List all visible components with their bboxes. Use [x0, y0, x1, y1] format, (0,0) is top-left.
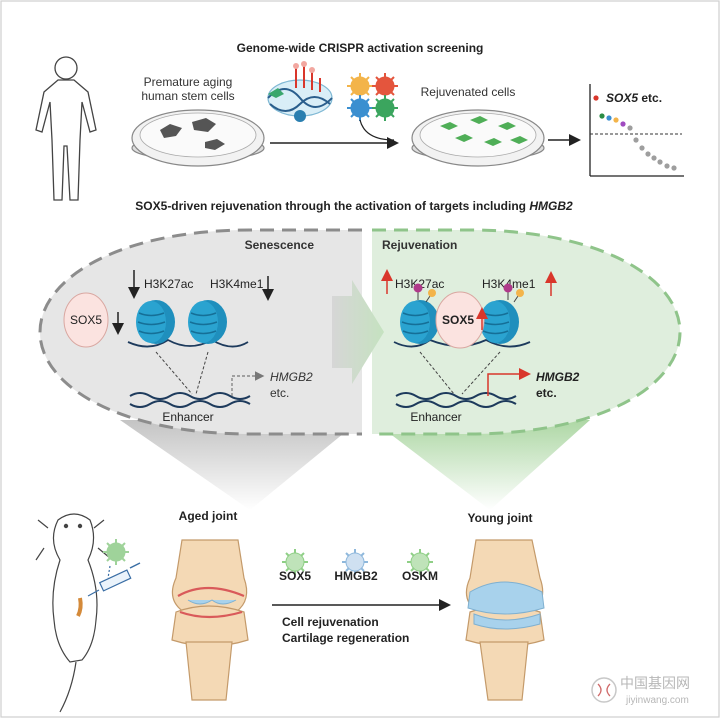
young-joint-label: Young joint: [467, 511, 532, 525]
mouse-silhouette: [35, 513, 111, 713]
young-beam: [372, 420, 590, 510]
rej-nucleosome-2: [479, 299, 520, 345]
plot-hit-suffix: etc.: [638, 91, 662, 105]
young-knee-joint: [465, 539, 545, 701]
effect-line-1: Cell rejuvenation: [282, 615, 379, 629]
rej-activation-arrow: [487, 368, 531, 396]
rej-mark-stem-4: [513, 295, 519, 303]
middle-title-gene: HMGB2: [529, 199, 573, 213]
rejuvenation-label: Rejuvenation: [382, 238, 457, 252]
sen-target-gene: HMGB2: [270, 370, 313, 384]
sen-enhancer-dna: [129, 392, 251, 408]
rej-enhancer-dna: [395, 392, 517, 408]
aged-joint-label: Aged joint: [179, 509, 238, 523]
acetyl-mark-2: [503, 283, 513, 293]
watermark-url: jiyinwang.com: [625, 695, 689, 706]
premature-label-line2: human stem cells: [141, 89, 234, 103]
mouse-knee-highlight: [76, 597, 83, 617]
senescence-panel-border: [38, 228, 362, 436]
middle-title-main: SOX5-driven rejuvenation through the act…: [135, 199, 529, 213]
petri-dish-rejuvenated: [411, 109, 545, 167]
sox5-factor-high: [435, 291, 485, 349]
petri-dish-aged: [131, 109, 265, 167]
aged-beam: [120, 420, 360, 510]
crispr-vector-graphic: [267, 61, 333, 122]
rej-tf-label: SOX5: [442, 313, 474, 327]
aged-knee-joint: [171, 539, 249, 701]
sen-enhancer-label: Enhancer: [162, 410, 213, 424]
vector-label-2: HMGB2: [334, 569, 378, 583]
middle-title: SOX5-driven rejuvenation through the act…: [135, 199, 573, 213]
sen-nucleosome-2: [187, 299, 228, 345]
premature-label-line1: Premature aging: [144, 75, 233, 89]
rejuvenation-panel: [372, 230, 680, 434]
sen-mark1: H3K27ac: [144, 277, 193, 291]
sen-target-suffix: etc.: [270, 386, 289, 400]
sen-dna-fiber: [127, 338, 249, 348]
sen-tf-label: SOX5: [70, 313, 102, 327]
top-title: Genome-wide CRISPR activation screening: [237, 41, 484, 55]
plot-hit-gene: SOX5: [606, 91, 638, 105]
senescence-label: Senescence: [245, 238, 315, 252]
sen-nucleosome-1: [135, 299, 176, 345]
sen-weak-activation-arrow: [231, 371, 265, 396]
rej-enhancer-label: Enhancer: [410, 410, 461, 424]
rej-zoom-lines: [419, 351, 501, 395]
effect-line-2: Cartilage regeneration: [282, 631, 409, 645]
sox5-factor-low: [63, 292, 109, 348]
human-silhouette: [35, 56, 97, 201]
rej-nucleosome-1: [399, 299, 440, 345]
watermark-cn: 中国基因网: [620, 675, 690, 691]
sen-zoom-lines: [155, 351, 209, 395]
screening-plot: [589, 84, 684, 177]
plot-hit-label: SOX5 etc.: [606, 91, 662, 105]
watermark: 中国基因网 jiyinwang.com: [591, 675, 690, 706]
vector-label-3: OSKM: [402, 569, 438, 583]
rej-target-suffix: etc.: [536, 386, 557, 400]
transition-arrow: [332, 280, 384, 384]
arrow-virus-merge: [359, 119, 395, 141]
rejuvenation-panel-border: [372, 228, 682, 436]
methyl-mark-2: [516, 289, 524, 297]
vector-label-1: SOX5: [279, 569, 311, 583]
sen-mark2: H3K4me1: [210, 277, 264, 291]
rej-target-gene: HMGB2: [536, 370, 580, 384]
methyl-mark-1: [428, 289, 436, 297]
syringe-icon: [87, 562, 141, 597]
acetyl-mark-1: [413, 283, 423, 293]
rej-mark-stem-2: [425, 295, 431, 303]
rejuvenated-label: Rejuvenated cells: [421, 85, 516, 99]
